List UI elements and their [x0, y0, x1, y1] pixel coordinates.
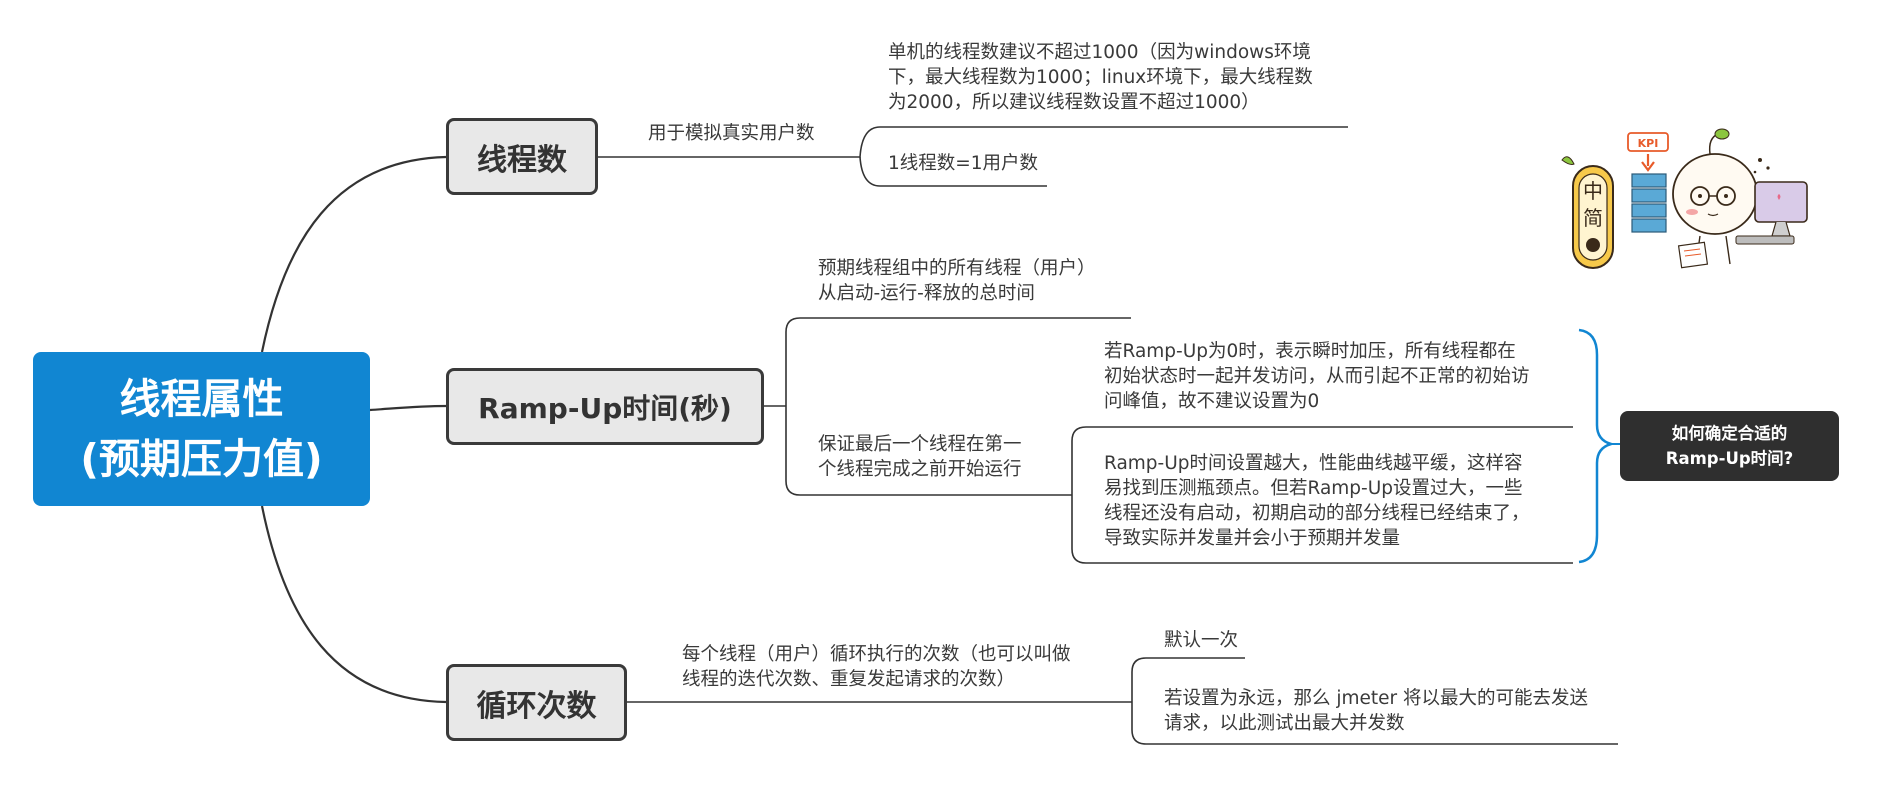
branch-threads-title: 线程数 — [477, 142, 567, 178]
character-icon — [1672, 128, 1758, 265]
root-title: 线程属性 — [119, 375, 284, 423]
paper-icon — [1677, 241, 1709, 269]
badge-bottom-char: 简 — [1583, 206, 1603, 230]
badge-top-char: 中 — [1583, 179, 1603, 203]
kpi-label: KPI — [1638, 137, 1659, 150]
branch-threads[interactable]: 线程数 — [446, 118, 598, 195]
threads-fork — [842, 126, 1348, 158]
loops-fork-upper — [1131, 657, 1245, 702]
branch-loops[interactable]: 循环次数 — [446, 664, 627, 741]
threads-note-2[interactable]: 1线程数=1用户数 — [888, 153, 1039, 174]
loops-desc[interactable]: 每个线程（用户）循环执行的次数（也可以叫做 线程的迭代次数、重复发起请求的次数） — [682, 644, 1071, 690]
branch-rampup[interactable]: Ramp-Up时间(秒) — [446, 368, 764, 445]
branch-rampup-title: Ramp-Up时间(秒) — [478, 391, 732, 425]
loops-note-2[interactable]: 若设置为永远，那么 jmeter 将以最大的可能去发送 请求，以此测试出最大并发… — [1164, 688, 1589, 734]
loops-note-1[interactable]: 默认一次 — [1164, 630, 1239, 651]
rampup-desc-1[interactable]: 预期线程组中的所有线程（用户） 从启动-运行-释放的总时间 — [818, 258, 1096, 304]
root-subtitle: (预期压力值) — [80, 435, 323, 483]
loops-fork-lower — [1131, 702, 1618, 745]
root-node[interactable]: 线程属性 (预期压力值) — [33, 352, 370, 506]
root-to-loops-connector — [260, 505, 447, 704]
rampup-sub-fork-lower — [1071, 495, 1573, 564]
branch-loops-title: 循环次数 — [476, 688, 597, 724]
sparkle-icon — [1753, 158, 1770, 174]
rampup-sub-fork-upper — [1071, 426, 1573, 495]
kpi-illustration: 中 简 KPI — [1561, 128, 1808, 269]
rampup-question-callout[interactable]: 如何确定合适的 Ramp-Up时间? — [1620, 411, 1839, 481]
badge-icon: 中 简 — [1561, 156, 1614, 269]
rampup-note-2[interactable]: Ramp-Up时间设置越大，性能曲线越平缓，这样容 易找到压测瓶颈点。但若Ram… — [1104, 453, 1530, 549]
rampup-fork-upper — [785, 317, 1131, 406]
threads-note-1[interactable]: 单机的线程数建议不超过1000（因为windows环境 下，最大线程数为1000… — [888, 42, 1313, 113]
rampup-bracket — [1578, 328, 1616, 564]
root-to-rampup-connector — [369, 404, 447, 412]
monitor-icon — [1735, 181, 1808, 245]
rampup-note-1[interactable]: 若Ramp-Up为0时，表示瞬时加压，所有线程都在 初始状态时一起并发访问，从而… — [1104, 341, 1530, 412]
root-to-threads-connector — [260, 155, 447, 353]
threads-fork-lower — [859, 156, 1047, 187]
kpi-server-icon: KPI — [1627, 132, 1669, 233]
rampup-desc-2[interactable]: 保证最后一个线程在第一 个线程完成之前开始运行 — [818, 434, 1022, 480]
rampup-fork-lower — [785, 406, 1072, 496]
threads-desc[interactable]: 用于模拟真实用户数 — [648, 123, 815, 144]
